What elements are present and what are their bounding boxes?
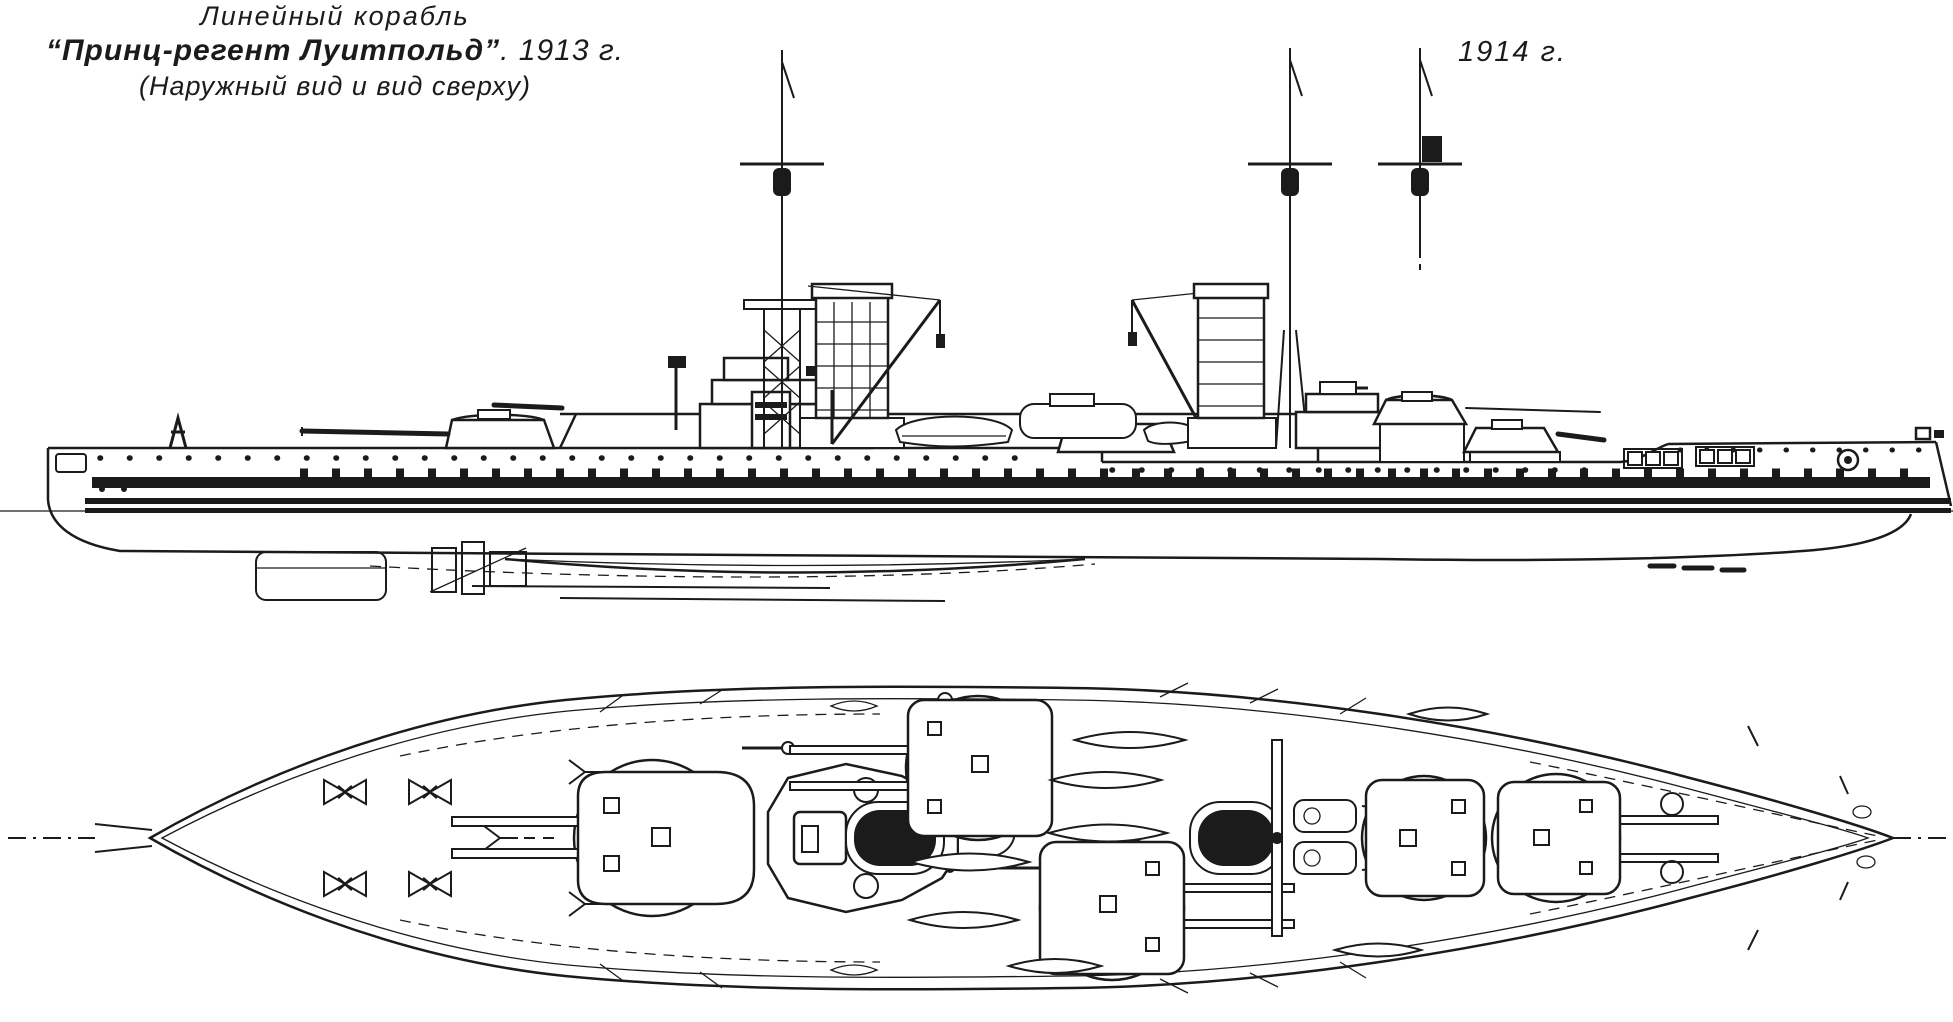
forward-funnel: [799, 282, 905, 449]
turret-y-side: [1461, 419, 1607, 463]
rangefinder: [477, 409, 511, 420]
anchor-symbol: [323, 778, 367, 806]
mast-1914-detail: [1378, 48, 1462, 274]
rangefinder: [1491, 419, 1523, 430]
turret-x-side: [1371, 391, 1601, 463]
anchor-symbol: [408, 778, 452, 806]
turret-a-plan: [451, 758, 756, 918]
title-line3: (Наружный вид и вид сверху): [139, 70, 531, 101]
quarterdeck-fittings: [1623, 426, 1944, 472]
turret-x-plan: [1360, 774, 1488, 902]
gun-barrel: [451, 848, 583, 859]
aft-funnel: [1187, 282, 1277, 449]
waterline-band-lower: [85, 508, 1951, 513]
top-view-drawing: [8, 682, 1950, 994]
boats-side: [894, 393, 1198, 448]
gun-barrel: [789, 781, 913, 791]
anchor-symbol: [408, 870, 452, 898]
gun-barrel: [1615, 815, 1719, 825]
stern-fittings-plan: [1660, 725, 1950, 951]
ship-name: “Принц-регент Луитпольд”: [45, 33, 501, 67]
gun-barrel: [299, 428, 451, 437]
boat-crane-forward: [807, 285, 945, 445]
title-line2-rest: . 1913 г.: [500, 33, 624, 67]
year-1914-label: 1914 г.: [1458, 36, 1567, 68]
wing-turret-starboard-plan: [789, 694, 1054, 842]
title-line1: Линейный корабль: [200, 1, 470, 31]
capstan: [1836, 448, 1860, 472]
bow-fittings-plan: [8, 759, 680, 917]
gun-barrel: [451, 816, 583, 827]
foremast: [740, 50, 824, 448]
boats-plan: [906, 706, 1491, 974]
hull-side: [46, 412, 1953, 507]
crows-nest: [1411, 168, 1429, 196]
crows-nest: [773, 168, 791, 196]
casemate-gun-barrel: [491, 402, 565, 411]
gun-barrel: [1615, 853, 1719, 863]
barbette: [1360, 774, 1488, 902]
rangefinder: [1401, 391, 1433, 402]
crows-nest: [1281, 168, 1299, 196]
observation-post: [1422, 136, 1442, 162]
anchor-davit: [168, 412, 188, 449]
title-line2: “Принц-регент Луитпольд”. 1913 г.: [0, 33, 670, 70]
skylight: [1660, 792, 1684, 816]
side-view-drawing: [0, 48, 1953, 602]
hull-plan: [147, 682, 1897, 994]
armor-belt: [92, 477, 1930, 488]
gun-barrel: [1465, 407, 1601, 413]
hull-underwater: [46, 499, 1913, 602]
anchor-pocket: [55, 453, 87, 473]
mainmast-plan: [1271, 832, 1283, 844]
turret-a-side: [299, 409, 556, 450]
waterline-band: [85, 498, 1951, 504]
skylight: [1660, 860, 1684, 884]
gun-barrel: [1555, 431, 1607, 443]
anchor-symbol: [323, 870, 367, 898]
stern-chock: [1914, 426, 1932, 441]
gun-barrel: [789, 745, 913, 755]
title-block: Линейный корабль “Принц-регент Луитпольд…: [0, 0, 670, 102]
